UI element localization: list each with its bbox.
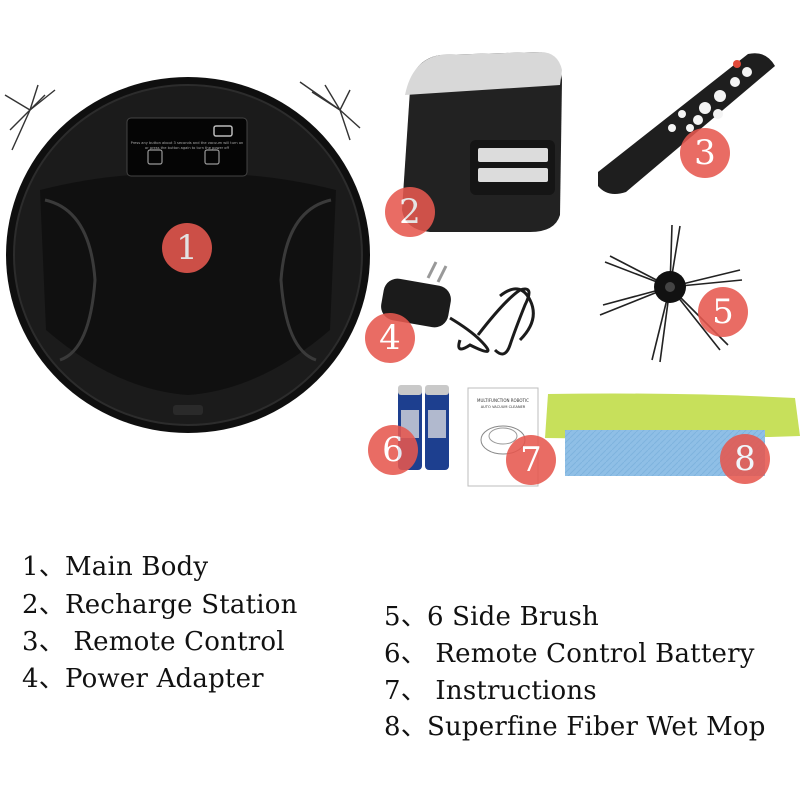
main-body-image: Press any button about 3 seconds and the…: [4, 77, 370, 433]
manual-title-line1: MULTIFUNCTION ROBOTIC: [477, 398, 529, 403]
badge-side-brush: 5: [698, 287, 748, 337]
remote-control-image: [598, 53, 775, 195]
legend-item-recharge-station: 2、Recharge Station: [22, 590, 298, 620]
robot-panel-text-2: or press the button again to turn the po…: [145, 146, 229, 150]
badge-power-adapter: 4: [365, 313, 415, 363]
badge-recharge-station: 2: [385, 187, 435, 237]
badge-battery: 6: [368, 425, 418, 475]
manual-title-line2: AUTO VACUUM CLEANER: [481, 405, 526, 409]
badge-remote-control: 3: [680, 128, 730, 178]
legend-item-remote-control: 3、 Remote Control: [22, 627, 285, 657]
wet-mop-image: [545, 393, 800, 476]
badge-instructions: 7: [506, 435, 556, 485]
badge-wet-mop: 8: [720, 434, 770, 484]
legend-item-wet-mop: 8、Superfine Fiber Wet Mop: [384, 712, 766, 742]
product-illustration: Press any button about 3 seconds and the…: [4, 52, 800, 487]
badge-main-body: 1: [162, 223, 212, 273]
recharge-station-image: [402, 52, 562, 232]
legend-item-side-brush: 5、6 Side Brush: [384, 602, 599, 632]
legend-item-instructions: 7、 Instructions: [384, 676, 597, 706]
legend-item-battery: 6、 Remote Control Battery: [384, 639, 755, 669]
robot-panel-text-1: Press any button about 3 seconds and the…: [131, 141, 244, 145]
legend-item-power-adapter: 4、Power Adapter: [22, 664, 264, 694]
legend-item-main-body: 1、Main Body: [22, 552, 209, 582]
